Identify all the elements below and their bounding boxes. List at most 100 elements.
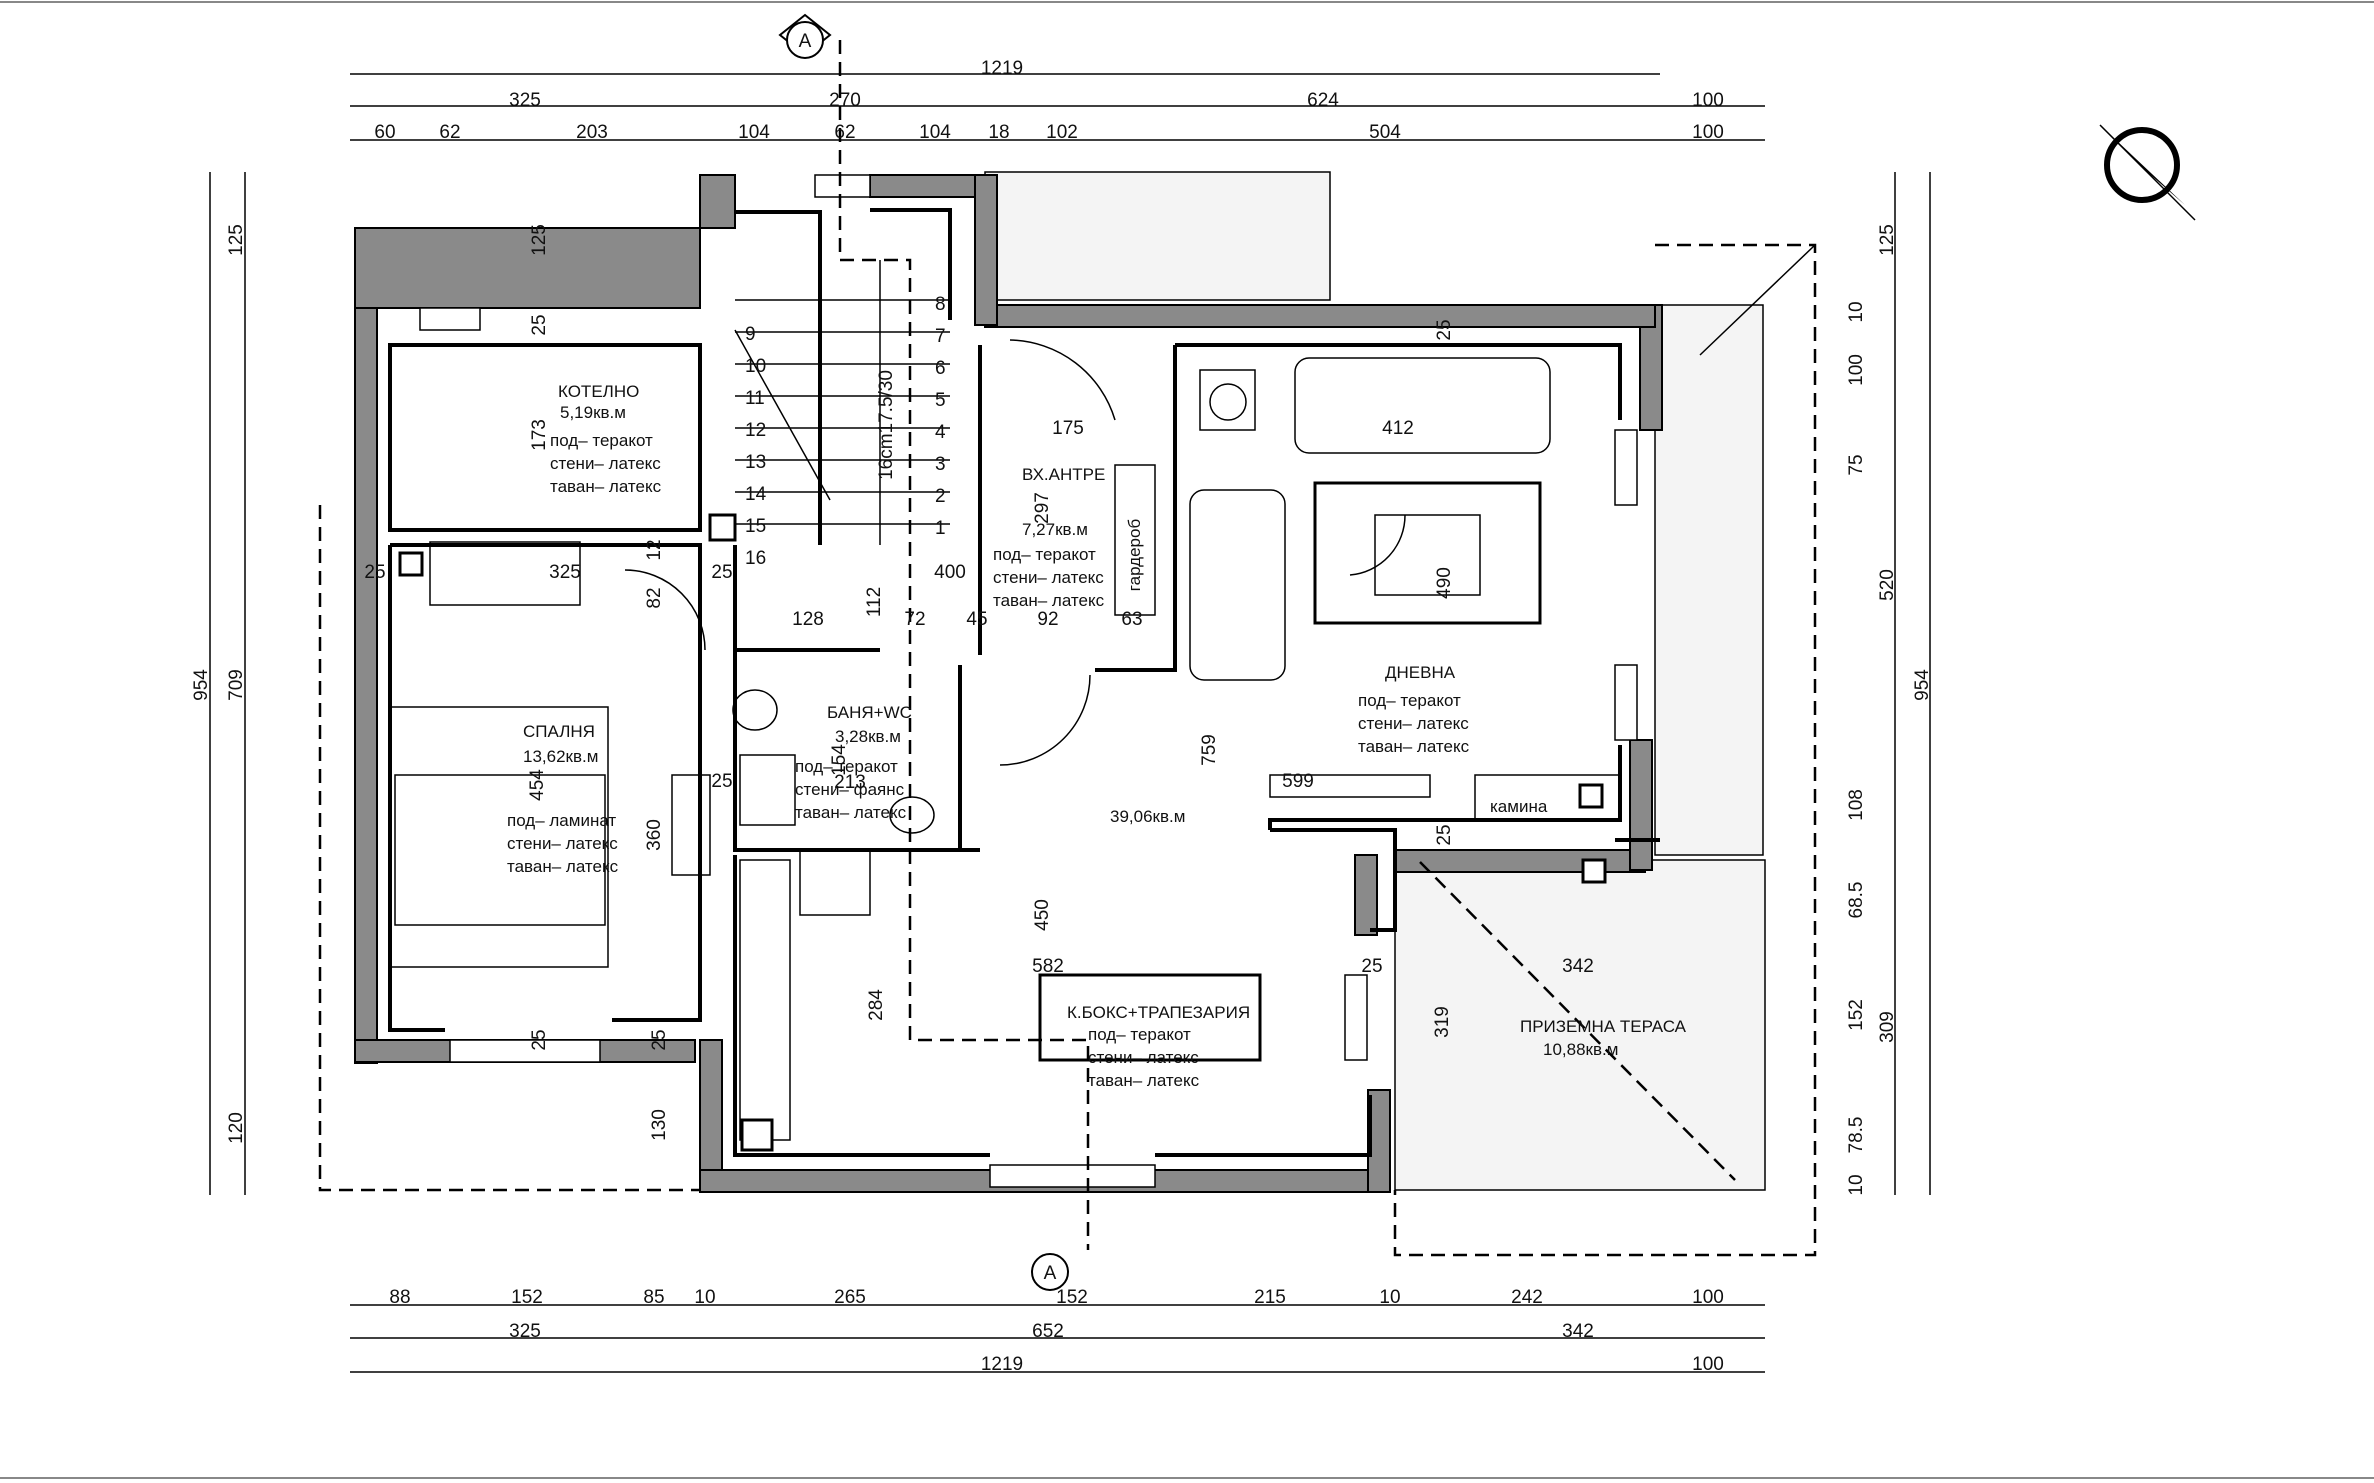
dim-bottom: 265 [834,1287,866,1308]
interior-dim: 319 [1432,1006,1453,1038]
dim-top: 325 [509,90,541,111]
fireplace-label: камина [1490,797,1548,816]
interior-dim: 325 [549,562,581,583]
interior-dim: 25 [649,1029,670,1050]
interior-dim: 297 [1032,492,1053,524]
interior-dim: 63 [1121,609,1142,630]
room-name: ДНЕВНА [1385,663,1456,682]
interior-dim: 16cm17.5/30 [876,370,897,480]
stair-number: 8 [935,294,946,315]
interior-dim: 400 [934,562,966,583]
doors [624,339,1406,766]
room-ceiling: таван– латекс [507,857,619,876]
stair-number: 12 [745,420,766,441]
dim-top: 62 [834,122,855,143]
dim-bottom: 10 [694,1287,715,1308]
room-floor: под– теракот [993,545,1096,564]
dim-left: 709 [226,669,247,701]
section-marker-top: A [778,13,832,59]
dim-top: 100 [1692,122,1724,143]
dim-bottom: 88 [389,1287,410,1308]
interior-dim: 175 [1052,418,1084,439]
room-area: 10,88кв.м [1543,1040,1618,1059]
section-marker-bottom: A [1031,1253,1069,1291]
dim-bottom: 85 [643,1287,664,1308]
room-boiler: КОТЕЛНО 5,19кв.м под– теракот стени– лат… [550,382,662,496]
roof-outline [1393,243,1817,1257]
dim-top: 104 [919,122,951,143]
dim-bottom: 152 [511,1287,543,1308]
room-floor: под– теракот [1088,1025,1191,1044]
room-name: СПАЛНЯ [523,722,595,741]
room-living: ДНЕВНА под– теракот стени– латекс таван–… [1358,663,1470,756]
interior-dim: 12 [644,539,665,560]
stair-number: 7 [935,326,946,347]
interior-dim: 125 [529,224,550,256]
room-terrace: ПРИЗЕМНА ТЕРАСА 10,88кв.м [1520,1017,1687,1059]
interior-dim: 112 [864,587,885,617]
dim-right: 78.5 [1846,1117,1867,1154]
dim-bottom: 100 [1692,1287,1724,1308]
dim-top: 18 [988,122,1009,143]
interior-dim: 25 [1434,319,1455,340]
dim-bottom: 342 [1562,1321,1594,1342]
room-walls: стени– латекс [1088,1048,1199,1067]
dim-left: 954 [191,669,212,701]
interior-dim: 173 [529,419,550,451]
room-floor: под– теракот [550,431,653,450]
dim-bottom: 652 [1032,1321,1064,1342]
dim-right: 100 [1846,354,1867,386]
interior-dim: 82 [644,587,665,608]
dim-right: 125 [1877,224,1898,256]
room-kitchen: К.БОКС+ТРАПЕЗАРИЯ под– теракот стени– ла… [1067,1003,1250,1090]
interior-dim: 454 [527,769,548,801]
room-ceiling: таван– латекс [1358,737,1470,756]
dim-top: 270 [829,90,861,111]
north-arrow-icon [2099,124,2196,221]
room-name: К.БОКС+ТРАПЕЗАРИЯ [1067,1003,1250,1022]
interior-dim: 154 [829,744,850,776]
stair-number: 16 [745,548,766,569]
dim-right: 152 [1846,999,1867,1031]
interior-dim: 72 [904,609,925,630]
stair-number: 6 [935,358,946,379]
interior-dim: 490 [1434,567,1455,599]
room-area: 5,19кв.м [560,403,626,422]
room-walls: стени– латекс [550,454,661,473]
dim-top: 504 [1369,122,1401,143]
stair-number: 10 [745,356,766,377]
terrace-tiles [984,171,1766,1191]
dim-top: 100 [1692,90,1724,111]
interior-dim: 25 [711,562,732,583]
dim-right: 10 [1846,301,1867,322]
dim-right: 108 [1846,789,1867,821]
stair-number: 13 [745,452,766,473]
dim-right: 954 [1912,669,1933,701]
room-floor: под– теракот [1358,691,1461,710]
stair-number: 1 [935,518,946,539]
room-floor: под– ламинат [507,811,616,830]
stair-number: 11 [745,388,765,409]
dim-left: 125 [226,224,247,256]
room-ceiling: таван– латекс [795,803,907,822]
room-ceiling: таван– латекс [993,591,1105,610]
interior-dim: 360 [644,819,665,851]
dim-right: 520 [1877,569,1898,601]
room-ceiling: таван– латекс [550,477,662,496]
interior-dim: 412 [1382,418,1414,439]
room-walls: стени– латекс [993,568,1104,587]
dimension-lines [209,73,1931,1373]
stair-number: 9 [745,324,756,345]
dim-right: 10 [1846,1174,1867,1195]
interior-dim: 582 [1032,956,1064,977]
interior-dim: 92 [1037,609,1058,630]
dim-bottom: 1219 [981,1354,1023,1375]
room-area: 3,28кв.м [835,727,901,746]
stair-number: 14 [745,484,767,505]
dim-bottom: 10 [1379,1287,1400,1308]
interior-dim: 284 [866,989,887,1021]
room-bath: БАНЯ+WC 3,28кв.м под– теракот стени– фая… [795,703,912,822]
interior-dim: 25 [529,1029,550,1050]
interior-dim: 342 [1562,956,1594,977]
